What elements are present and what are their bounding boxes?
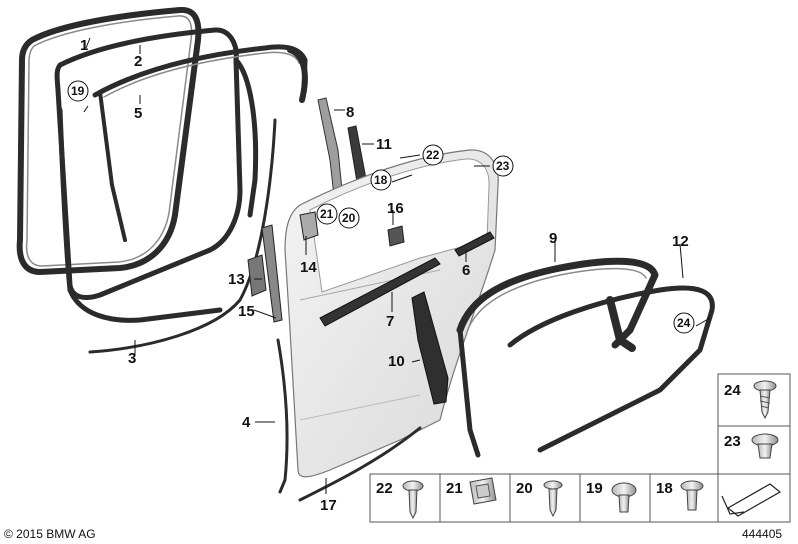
screw-22-icon — [402, 480, 424, 520]
table-label-21: 21 — [446, 480, 463, 497]
sill-strip-17 — [298, 426, 422, 502]
table-label-22: 22 — [376, 480, 393, 497]
svg-text:23: 23 — [496, 159, 510, 173]
callout-11: 11 — [376, 136, 392, 153]
circled-21: 21 — [316, 203, 338, 225]
screw-24-icon — [753, 380, 777, 420]
clip-16 — [387, 225, 405, 247]
circled-18: 18 — [370, 169, 392, 191]
svg-text:19: 19 — [71, 84, 85, 98]
circled-19: 19 — [67, 80, 89, 102]
door-seal-4 — [276, 338, 289, 494]
direction-arrow-icon — [721, 483, 782, 517]
svg-text:21: 21 — [320, 207, 334, 221]
callout-9: 9 — [549, 230, 557, 247]
callout-4: 4 — [242, 414, 251, 431]
bracket-15 — [261, 224, 283, 323]
circled-callouts: 19 21 20 22 18 23 24 — [67, 80, 695, 334]
callout-13: 13 — [228, 271, 245, 288]
svg-text:20: 20 — [342, 211, 356, 225]
door-seal-outer-loop — [57, 57, 259, 323]
table-label-19: 19 — [586, 480, 603, 497]
callout-2: 2 — [134, 53, 142, 70]
door-seal-1 — [16, 6, 202, 275]
leader-lines — [83, 37, 711, 494]
table-label-18: 18 — [656, 480, 673, 497]
svg-text:18: 18 — [374, 173, 388, 187]
callout-14: 14 — [300, 259, 317, 276]
rivet-19-icon — [611, 482, 637, 513]
copyright: © 2015 BMW AG — [4, 527, 96, 541]
screw-20-icon — [543, 480, 563, 518]
circled-20: 20 — [338, 207, 360, 229]
pillar-trim-10 — [411, 291, 449, 405]
callout-6: 6 — [462, 262, 470, 279]
callout-10: 10 — [388, 353, 405, 370]
table-label-23: 23 — [724, 433, 741, 450]
fasteners-table: 24 23 22 21 20 19 18 — [369, 373, 791, 523]
table-label-24: 24 — [724, 382, 741, 399]
clip-nut-21-icon — [469, 477, 497, 505]
callout-5: 5 — [134, 105, 142, 122]
circled-23: 23 — [492, 155, 514, 177]
table-label-20: 20 — [516, 480, 533, 497]
callout-1: 1 — [80, 37, 88, 54]
screw-23-icon — [751, 433, 779, 459]
callout-7: 7 — [386, 313, 394, 330]
callout-12: 12 — [672, 233, 689, 250]
bracket-14 — [299, 211, 319, 241]
circled-24: 24 — [673, 312, 695, 334]
bracket-13 — [247, 254, 267, 297]
door-seal-2 — [54, 27, 243, 300]
belt-strip-7 — [319, 257, 441, 327]
callout-15: 15 — [238, 303, 255, 320]
door-seal-9 — [456, 257, 659, 458]
belt-strip-6 — [454, 231, 495, 257]
circled-22: 22 — [422, 144, 444, 166]
callout-3: 3 — [128, 350, 136, 367]
callout-16: 16 — [387, 200, 404, 217]
window-guide-5 — [92, 44, 308, 242]
screw-18-icon — [680, 480, 704, 511]
door-seal-12 — [507, 285, 715, 453]
svg-text:24: 24 — [677, 316, 691, 330]
seal-strip-3 — [88, 118, 277, 354]
image-number: 444405 — [742, 527, 782, 541]
callout-17: 17 — [320, 497, 337, 514]
callout-numbers: 1 2 3 4 5 6 7 8 9 10 11 12 13 14 15 16 1… — [80, 37, 689, 514]
svg-text:22: 22 — [426, 148, 440, 162]
callout-8: 8 — [346, 104, 354, 121]
